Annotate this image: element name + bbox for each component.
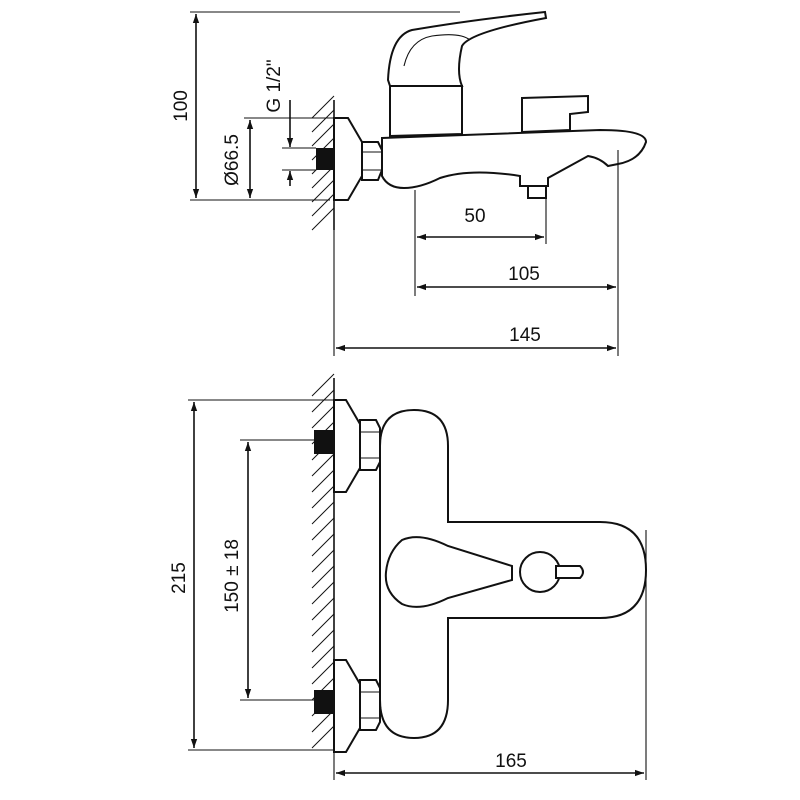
- dim-label-215: 215: [169, 562, 190, 594]
- dim-label-105: 105: [508, 264, 540, 285]
- escutcheon-upper: [333, 399, 361, 493]
- pipe-inlet-upper: [314, 430, 334, 454]
- nut-top: [361, 141, 383, 181]
- side-elevation-view: 100 Ø66.5 G 1/2" 50 105 145: [171, 10, 648, 356]
- pipe-inlet-top: [316, 148, 334, 170]
- dim-label-diameter: Ø66.5: [222, 134, 243, 186]
- mixer-body-side: [381, 128, 648, 190]
- diverter-knob: [521, 94, 589, 134]
- pipe-inlet-lower: [314, 690, 334, 714]
- diverter-tab: [555, 565, 584, 579]
- dim-label-145: 145: [509, 325, 541, 346]
- diverter-knob-front: [519, 551, 561, 593]
- dim-label-thread: G 1/2": [264, 59, 285, 112]
- spout-outlet: [527, 185, 547, 199]
- escutcheon-top: [333, 117, 363, 201]
- nut-upper: [359, 419, 381, 471]
- cartridge-housing: [389, 85, 463, 138]
- lever-handle-front: [384, 536, 513, 608]
- escutcheon-lower: [333, 659, 361, 753]
- front-elevation-view: 215 150 ± 18 165: [169, 373, 648, 780]
- nut-lower: [359, 679, 381, 731]
- dim-label-150: 150 ± 18: [222, 539, 243, 613]
- dim-label-100: 100: [171, 90, 192, 122]
- dim-label-165: 165: [495, 751, 527, 772]
- lever-handle-side: [386, 10, 548, 87]
- dim-label-50: 50: [464, 206, 485, 227]
